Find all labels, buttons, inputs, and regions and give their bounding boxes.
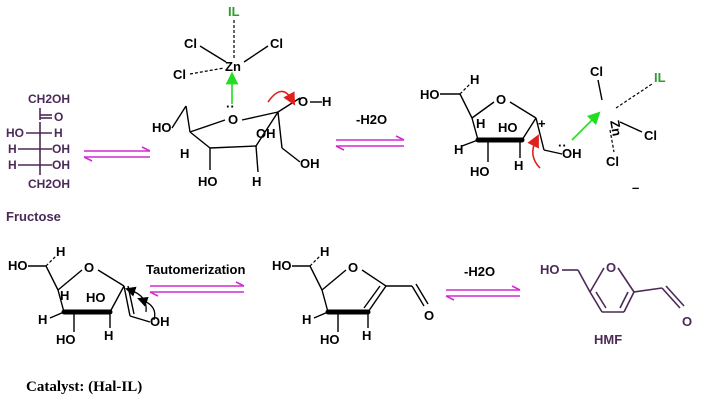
oh-coordinated: OH [562, 146, 582, 161]
zn-1: Zn [225, 59, 241, 74]
ho-row1: HO [6, 126, 24, 140]
h-c4b-2: H [454, 142, 463, 157]
h-c4-3: H [60, 288, 69, 303]
enol-oh: OH [150, 314, 170, 329]
h-c2-4: H [362, 328, 371, 343]
oh-row3: OH [52, 158, 70, 172]
tautomerization-label: Tautomerization [146, 262, 245, 277]
h-ch2-3: H [56, 244, 65, 259]
oh-c3-4: HO [320, 332, 340, 347]
zn-complex-2: Cl Zn IL Cl Cl – [590, 64, 666, 195]
h-ch2-2: H [470, 72, 479, 87]
ring-oxygen-2: O [496, 92, 506, 107]
ch2oh-top: CH2OH [28, 92, 70, 106]
h-c4-2: H [476, 116, 485, 131]
ho-ch2-4: HO [272, 258, 292, 273]
fructose-label: Fructose [6, 209, 61, 224]
hmf-aldehyde-oxygen: O [682, 314, 692, 329]
hmf-hydroxyl: HO [540, 262, 560, 277]
lone-pair-1: ·· [226, 99, 235, 114]
ch2oh-bottom: CH2OH [28, 177, 70, 191]
ring-oxygen-4: O [348, 260, 358, 275]
oxocarbenium-intermediate: HO H O H H HO HO H + ·· OH [420, 72, 601, 179]
carbocation-plus: + [538, 116, 546, 131]
oh-c2-2: HO [498, 120, 518, 135]
cl-1b: Cl [270, 36, 283, 51]
il-label-1: IL [228, 4, 240, 19]
h-c2-1: H [252, 174, 261, 189]
enol-intermediate: HO H O H H HO HO H OH [8, 244, 170, 347]
hmf-ring-oxygen: O [606, 260, 616, 275]
oh-c3-1: HO [198, 174, 218, 189]
anomeric-oh-1: O [298, 94, 308, 109]
cl-1c: Cl [173, 67, 186, 82]
il-label-2: IL [654, 70, 666, 85]
zn-2: Zn [607, 119, 625, 137]
h-c2-3: H [104, 328, 113, 343]
h-row2: H [8, 142, 17, 156]
zn-complex-1: IL Cl Cl Cl Zn [173, 4, 283, 104]
equilibrium-arrow-4 [445, 285, 521, 301]
h-ch2-4: H [320, 244, 329, 259]
ho-ch2-1: HO [152, 120, 172, 135]
fructose-open-chain: CH2OH O HO H H OH H OH CH2OH Fructose [6, 92, 70, 224]
h-c4-4: H [302, 312, 311, 327]
oh-c2-3: HO [86, 290, 106, 305]
h-c2-2: H [514, 158, 523, 173]
anomeric-h-1: H [322, 94, 331, 109]
equilibrium-arrow-3 [149, 281, 245, 297]
ring-oxygen-3: O [84, 260, 94, 275]
equilibrium-arrow-2 [335, 135, 405, 151]
h-c4b-3: H [38, 312, 47, 327]
h-row3: H [8, 158, 17, 172]
ring-oxygen-1: O [228, 112, 238, 127]
oh-row2: OH [52, 142, 70, 156]
anion-minus: – [632, 180, 639, 195]
ch2oh-tail-1: OH [300, 156, 320, 171]
cl-2c: Cl [606, 154, 619, 169]
hmf-structure: HO O O HMF [540, 260, 692, 347]
h-c4-1: H [180, 146, 189, 161]
furanose-1: ·· O HO H HO OH H O H OH [152, 90, 331, 189]
equilibrium-arrow-1 [83, 146, 151, 162]
h-row1: H [54, 126, 63, 140]
oh-c3-3: HO [56, 332, 76, 347]
cl-2a: Cl [590, 64, 603, 79]
aldehyde-oxygen-4: O [424, 308, 434, 323]
ho-ch2-2: HO [420, 87, 440, 102]
cl-1a: Cl [184, 36, 197, 51]
lone-pair-2: ·· [558, 138, 567, 153]
cl-2b: Cl [644, 128, 657, 143]
oh-c2-1: OH [256, 126, 276, 141]
dehydration-label-1: -H2O [356, 112, 387, 127]
aldehyde-intermediate: HO H O H HO H O [272, 244, 434, 347]
ho-ch2-3: HO [8, 258, 28, 273]
oh-c3-2: HO [470, 164, 490, 179]
catalyst-caption: Catalyst: (Hal-IL) [26, 379, 142, 395]
carbonyl-oxygen: O [54, 110, 63, 124]
dehydration-label-2: -H2O [464, 264, 495, 279]
hmf-label: HMF [594, 332, 622, 347]
